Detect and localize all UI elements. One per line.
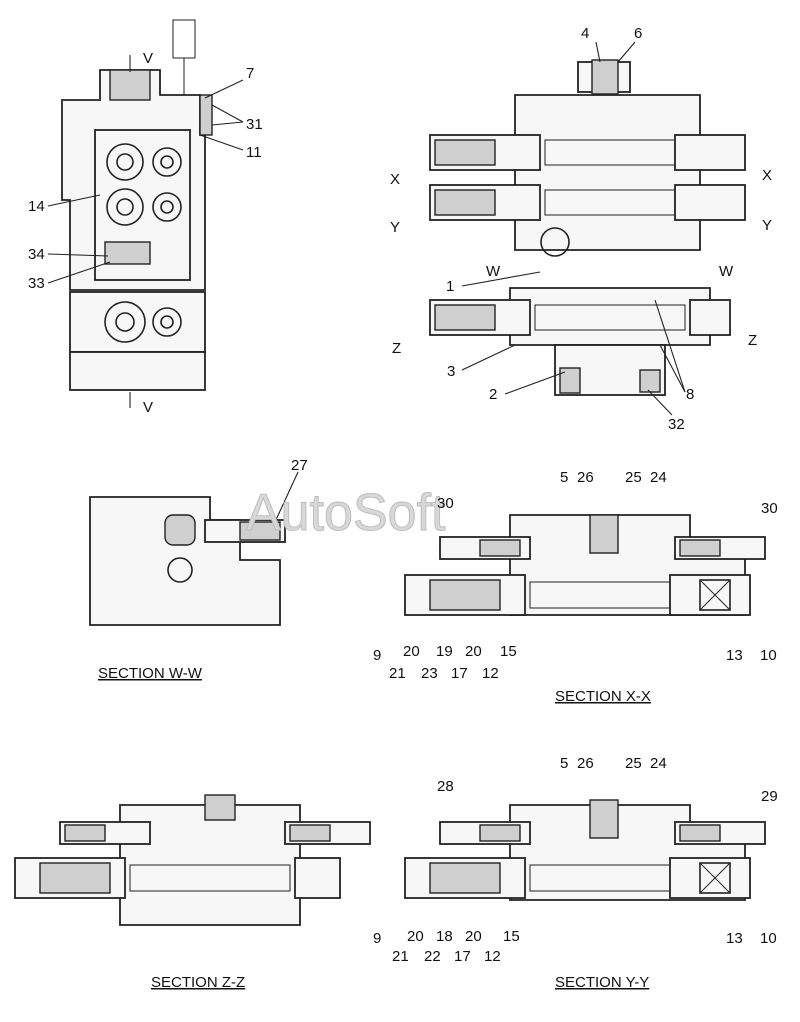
- yy-part-label-9: 9: [373, 930, 381, 947]
- section-zz-drawing: [14, 794, 371, 926]
- xx-part-label-20a: 20: [403, 643, 420, 660]
- xx-part-label-13: 13: [726, 647, 743, 664]
- part-label-8: 8: [686, 386, 694, 403]
- section-yy-drawing: [404, 799, 766, 901]
- section-title-yy: SECTION Y-Y: [555, 974, 649, 991]
- section-xx-drawing: [404, 514, 766, 616]
- part-label-33: 33: [28, 275, 45, 292]
- part-label-4: 4: [581, 25, 589, 42]
- xx-part-label-26: 26: [577, 469, 594, 486]
- yy-part-label-26: 26: [577, 755, 594, 772]
- section-mark-v-top: V: [143, 50, 153, 67]
- xx-part-label-19: 19: [436, 643, 453, 660]
- xx-part-label-9: 9: [373, 647, 381, 664]
- section-mark-y-right: Y: [762, 217, 772, 234]
- part-label-3: 3: [447, 363, 455, 380]
- part-label-11: 11: [246, 144, 262, 161]
- xx-part-label-10: 10: [760, 647, 777, 664]
- section-title-ww: SECTION W-W: [98, 665, 203, 682]
- yy-part-label-24: 24: [650, 755, 667, 772]
- xx-part-label-30-left: 30: [437, 495, 454, 512]
- part-label-14: 14: [28, 198, 45, 215]
- section-ww-drawing: [89, 496, 286, 626]
- section-cut-marks: V V X X Y Y W W Z Z: [143, 50, 772, 416]
- watermark-text: AutoSoft: [246, 484, 446, 542]
- yy-part-label-15: 15: [503, 928, 520, 945]
- xx-part-label-24: 24: [650, 469, 667, 486]
- yy-part-label-28: 28: [437, 778, 454, 795]
- xx-part-label-23: 23: [421, 665, 438, 682]
- xx-part-label-25: 25: [625, 469, 642, 486]
- section-titles: SECTION W-W SECTION X-X SECTION Z-Z SECT…: [98, 665, 651, 991]
- xx-part-label-20b: 20: [465, 643, 482, 660]
- section-mark-v-bottom: V: [143, 399, 153, 416]
- section-mark-z-left: Z: [392, 340, 401, 357]
- part-label-34: 34: [28, 246, 45, 263]
- section-title-zz: SECTION Z-Z: [151, 974, 245, 991]
- part-label-6: 6: [634, 25, 642, 42]
- yy-part-label-29: 29: [761, 788, 778, 805]
- section-mark-x-right: X: [762, 167, 772, 184]
- yy-part-label-25: 25: [625, 755, 642, 772]
- section-mark-z-right: Z: [748, 332, 757, 349]
- section-mark-w-right: W: [719, 263, 734, 280]
- xx-part-label-5: 5: [560, 469, 568, 486]
- xx-part-label-30-right: 30: [761, 500, 778, 517]
- xx-part-label-15: 15: [500, 643, 517, 660]
- part-label-27: 27: [291, 457, 308, 474]
- xx-part-label-17: 17: [451, 665, 468, 682]
- part-label-32: 32: [668, 416, 685, 433]
- yy-part-label-12: 12: [484, 948, 501, 965]
- yy-part-label-22: 22: [424, 948, 441, 965]
- yy-part-label-5: 5: [560, 755, 568, 772]
- xx-part-label-21: 21: [389, 665, 406, 682]
- yy-part-label-20b: 20: [465, 928, 482, 945]
- part-label-1: 1: [446, 278, 454, 295]
- yy-part-label-13: 13: [726, 930, 743, 947]
- yy-part-label-10: 10: [760, 930, 777, 947]
- part-label-2: 2: [489, 386, 497, 403]
- yy-part-label-17: 17: [454, 948, 471, 965]
- yy-part-label-20a: 20: [407, 928, 424, 945]
- side-view: [61, 19, 213, 408]
- part-label-31: 31: [246, 116, 263, 133]
- part-numbers: 7 31 11 14 34 33 4 6 1 3 2 8 32 27 5 26 …: [28, 25, 778, 965]
- yy-part-label-18: 18: [436, 928, 453, 945]
- leader-lines: [47, 41, 686, 523]
- section-mark-w-left: W: [486, 263, 501, 280]
- yy-part-label-21: 21: [392, 948, 409, 965]
- front-view: [429, 59, 746, 396]
- section-mark-x-left: X: [390, 171, 400, 188]
- section-title-xx: SECTION X-X: [555, 688, 651, 705]
- xx-part-label-12: 12: [482, 665, 499, 682]
- part-label-7: 7: [246, 65, 254, 82]
- section-mark-y-left: Y: [390, 219, 400, 236]
